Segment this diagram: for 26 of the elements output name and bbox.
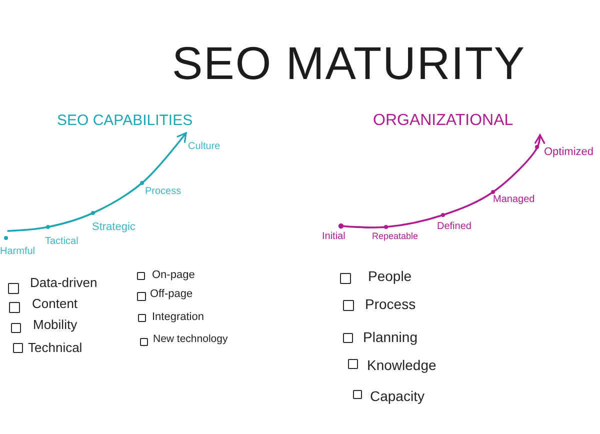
stage-label: Repeatable (372, 231, 418, 242)
stage-label: Defined (437, 221, 472, 232)
stage-label: Optimized (544, 146, 594, 159)
checklist-item: Integration (152, 311, 204, 324)
checklist-item: New technology (153, 333, 228, 346)
stage-label: Process (145, 186, 182, 198)
checklist-item: Process (365, 296, 416, 312)
checklist-item: Planning (363, 329, 418, 346)
section-heading: ORGANIZATIONAL (373, 112, 514, 130)
stage-label: Culture (188, 141, 220, 152)
stage-label: Strategic (92, 221, 136, 234)
checklist-item: Knowledge (367, 357, 436, 374)
checklist-item: On-page (152, 269, 195, 282)
stage-label: Harmful (0, 246, 36, 258)
checklist-item: People (368, 268, 412, 284)
stage-label: Tactical (45, 236, 78, 248)
checklist-item: Content (32, 297, 78, 312)
checklist-item: Mobility (33, 318, 78, 333)
checklist-item: Capacity (370, 388, 424, 404)
checklist-item: Off-page (150, 288, 193, 301)
title: SEO MATURITY (172, 40, 526, 86)
section-heading: SEO CAPABILITIES (57, 112, 193, 130)
checklist-item: Technical (28, 341, 82, 356)
stage-label: Initial (322, 231, 346, 242)
checklist-item: Data-driven (30, 276, 98, 291)
stage-label: Managed (493, 194, 535, 206)
